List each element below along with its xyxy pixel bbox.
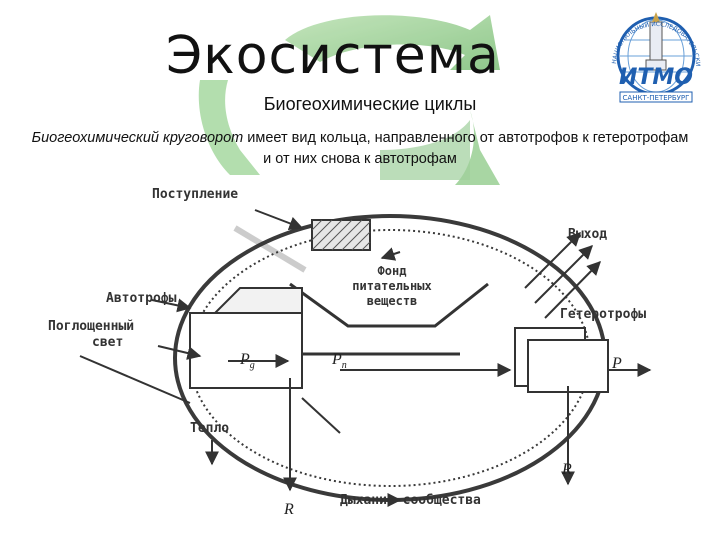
slide-subtitle: Биогеохимические циклы <box>220 94 520 115</box>
input-block <box>312 220 370 250</box>
ecosystem-cycle-diagram: Поступление Выход Автотрофы Поглощенный … <box>40 178 680 526</box>
itmo-logo: НАЦИОНАЛЬНЫЙ ИССЛЕДОВАТЕЛЬСКИЙ УНИВЕРСИТ… <box>594 4 718 112</box>
description-rest: имеет вид кольца, направленного от автот… <box>243 130 688 167</box>
label-absorbed-light-line1: Поглощенный <box>48 319 134 334</box>
label-nutrient-pool-line2: питательных <box>352 279 431 293</box>
label-p-heterotroph: P <box>611 355 622 372</box>
logo-city: САНКТ-ПЕТЕРБУРГ <box>623 94 690 102</box>
label-absorbed-light-line2: свет <box>92 335 123 350</box>
logo-name: ИТМО <box>619 65 693 90</box>
description-italic-term: Биогеохимический круговорот <box>32 130 244 146</box>
label-nutrient-pool-line3: веществ <box>367 294 418 308</box>
slide-description: Биогеохимический круговорот имеет вид ко… <box>30 128 690 170</box>
slide-title: Экосистема <box>166 26 476 86</box>
label-heterotrophs: Гетеротрофы <box>560 307 646 322</box>
label-heat: Тепло <box>190 421 229 436</box>
label-community-respiration: Дыхание сообщества <box>340 493 481 508</box>
label-r-right: R <box>561 461 572 478</box>
label-autotrophs: Автотрофы <box>106 291 177 306</box>
label-output: Выход <box>568 227 607 242</box>
label-r-left: R <box>283 501 294 518</box>
label-input: Поступление <box>152 187 238 202</box>
label-nutrient-pool-line1: Фонд <box>378 264 407 278</box>
